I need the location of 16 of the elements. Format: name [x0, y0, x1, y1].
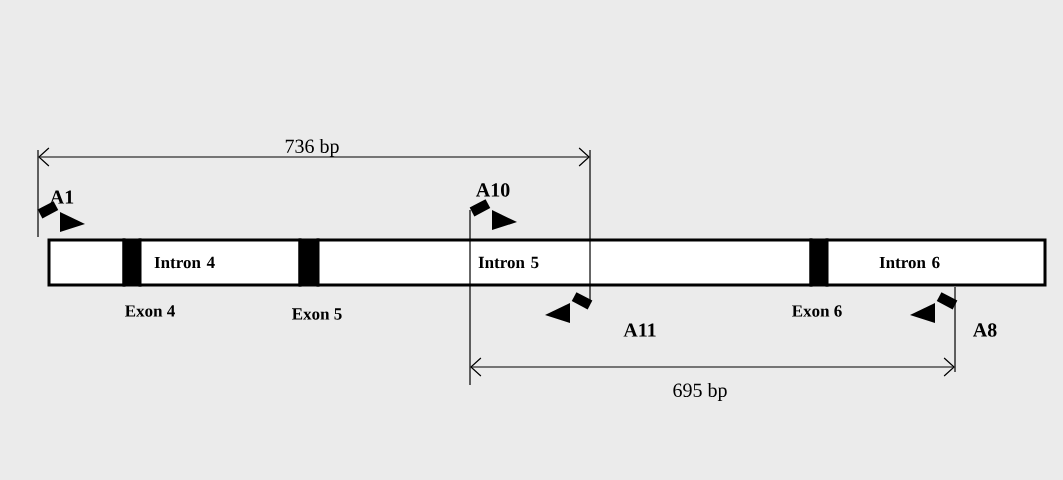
- primer-label: A10: [475, 183, 510, 197]
- exon-bar: [298, 238, 320, 287]
- intron-segment: Intron 4: [138, 238, 302, 287]
- primer-label: A11: [623, 323, 656, 337]
- intron-segment: Intron 5: [316, 238, 813, 287]
- exon-bar: [809, 238, 829, 287]
- exon-label: Exon 4: [125, 305, 175, 317]
- exon-bar: [122, 238, 142, 287]
- exon-label: Exon 6: [792, 305, 842, 317]
- primer-label: A1: [49, 190, 74, 204]
- dimension-label: 695 bp: [673, 382, 727, 402]
- gene-segment: [47, 238, 126, 287]
- exon-label: Exon 5: [292, 308, 342, 320]
- dimension-label: 736 bp: [285, 138, 339, 158]
- intron-segment: Intron 6: [825, 238, 1047, 287]
- primer-label: A8: [973, 323, 997, 337]
